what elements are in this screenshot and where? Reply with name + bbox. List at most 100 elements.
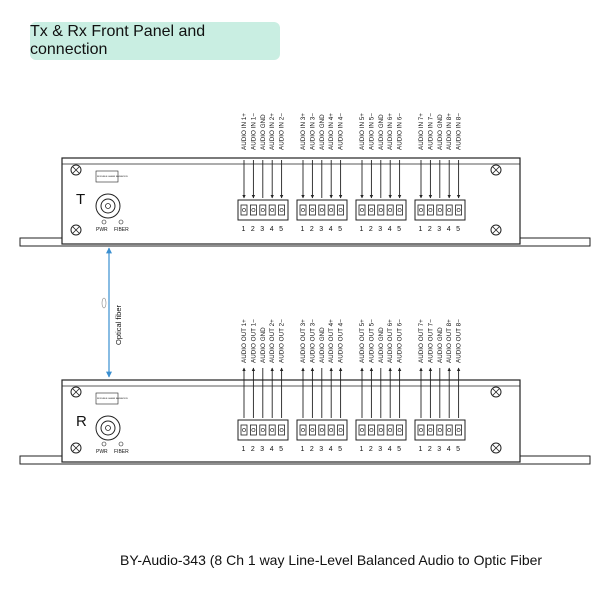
port-label: AUDIO GND [378, 114, 385, 150]
pin-number: 3 [437, 226, 441, 233]
pin-number: 3 [437, 446, 441, 453]
port-label: AUDIO IN 5− [368, 113, 375, 150]
port-label: AUDIO OUT 5− [368, 319, 375, 363]
pin-number: 5 [279, 446, 283, 453]
port-label: AUDIO OUT 1+ [241, 319, 248, 363]
pin-number: 3 [378, 446, 382, 453]
pin-number: 2 [251, 446, 255, 453]
unit-letter: R [76, 413, 87, 430]
port-label: AUDIO OUT 7+ [418, 319, 425, 363]
laser-warning-text: INVISIBLE LASER RADIATION [97, 175, 128, 178]
port-label: AUDIO IN 4+ [328, 113, 335, 150]
port-label: AUDIO OUT 5+ [359, 319, 366, 363]
pwr-led-icon [101, 219, 107, 225]
port-label: AUDIO IN 2+ [269, 113, 276, 150]
port-label: AUDIO IN 6− [397, 113, 404, 150]
port-label: AUDIO IN 4− [338, 113, 345, 150]
pin-number: 1 [242, 226, 246, 233]
pwr-label: PWR [96, 449, 108, 455]
optical-fiber-label: Optical fiber [114, 304, 123, 345]
port-label: AUDIO OUT 3+ [300, 319, 307, 363]
pin-number: 4 [447, 446, 451, 453]
pin-number: 2 [428, 226, 432, 233]
port-label: AUDIO OUT 2− [279, 319, 286, 363]
port-label: AUDIO GND [260, 114, 267, 150]
port-label: AUDIO GND [437, 327, 444, 363]
laser-warning-text: INVISIBLE LASER RADIATION [97, 397, 128, 400]
port-label: AUDIO OUT 4+ [328, 319, 335, 363]
pin-number: 4 [329, 446, 333, 453]
port-label: AUDIO OUT 2+ [269, 319, 276, 363]
fiber-coil-icon [101, 297, 107, 309]
unit-letter: T [76, 191, 85, 208]
pin-number: 2 [310, 226, 314, 233]
port-label: AUDIO IN 1− [250, 113, 257, 150]
pin-number: 3 [378, 226, 382, 233]
rx-unit: R INVISIBLE LASER RADIATION PWR FIBER 1 AUDIO… [19, 319, 591, 465]
pin-number: 4 [388, 226, 392, 233]
pin-number: 5 [456, 226, 460, 233]
pin-number: 2 [369, 446, 373, 453]
pin-number: 3 [260, 226, 264, 233]
port-label: AUDIO IN 7− [427, 113, 434, 150]
pin-number: 4 [447, 226, 451, 233]
laser-warning-label [95, 170, 119, 183]
pin-number: 5 [338, 446, 342, 453]
laser-warning-label [95, 392, 119, 405]
pin-number: 1 [301, 226, 305, 233]
pin-number: 4 [270, 446, 274, 453]
port-label: AUDIO OUT 3− [309, 319, 316, 363]
pin-number: 1 [360, 446, 364, 453]
port-label: AUDIO OUT 4− [338, 319, 345, 363]
pin-number: 3 [260, 446, 264, 453]
port-label: AUDIO GND [437, 114, 444, 150]
pin-number: 3 [319, 226, 323, 233]
pin-number: 2 [310, 446, 314, 453]
port-label: AUDIO IN 8− [456, 113, 463, 150]
port-label: AUDIO IN 6+ [387, 113, 394, 150]
fiber-label: FIBER [114, 449, 129, 455]
pin-number: 2 [428, 446, 432, 453]
pin-number: 2 [251, 226, 255, 233]
port-label: AUDIO IN 1+ [241, 113, 248, 150]
pin-number: 5 [456, 446, 460, 453]
pin-number: 1 [419, 226, 423, 233]
pin-number: 2 [369, 226, 373, 233]
port-label: AUDIO OUT 6+ [387, 319, 394, 363]
diagram-caption: BY-Audio-343 (8 Ch 1 way Line-Level Bala… [120, 552, 543, 568]
port-label: AUDIO IN 8+ [446, 113, 453, 150]
port-label: AUDIO GND [260, 327, 267, 363]
port-label: AUDIO IN 7+ [418, 113, 425, 150]
pin-number: 1 [242, 446, 246, 453]
pin-number: 4 [270, 226, 274, 233]
pin-number: 4 [388, 446, 392, 453]
pin-number: 5 [279, 226, 283, 233]
pin-number: 5 [397, 226, 401, 233]
port-label: AUDIO OUT 6− [397, 319, 404, 363]
pin-number: 1 [360, 226, 364, 233]
pwr-led-icon [101, 441, 107, 447]
port-label: AUDIO OUT 1− [250, 319, 257, 363]
pwr-label: PWR [96, 227, 108, 233]
fiber-led-icon [118, 219, 124, 225]
port-label: AUDIO GND [378, 327, 385, 363]
diagram-title: Tx & Rx Front Panel and connection [30, 22, 280, 60]
pin-number: 1 [419, 446, 423, 453]
port-label: AUDIO OUT 7− [427, 319, 434, 363]
pin-number: 4 [329, 226, 333, 233]
port-label: AUDIO IN 2− [279, 113, 286, 150]
fiber-led-icon [118, 441, 124, 447]
pin-number: 5 [397, 446, 401, 453]
pin-number: 1 [301, 446, 305, 453]
port-label: AUDIO OUT 8− [456, 319, 463, 363]
fiber-label: FIBER [114, 227, 129, 233]
pin-number: 5 [338, 226, 342, 233]
tx-unit: T INVISIBLE LASER RADIATION PWR FIBER 1 AUDIO… [19, 113, 591, 247]
port-label: AUDIO IN 3+ [300, 113, 307, 150]
port-label: AUDIO IN 3− [309, 113, 316, 150]
port-label: AUDIO IN 5+ [359, 113, 366, 150]
port-label: AUDIO GND [319, 327, 326, 363]
pin-number: 3 [319, 446, 323, 453]
port-label: AUDIO GND [319, 114, 326, 150]
